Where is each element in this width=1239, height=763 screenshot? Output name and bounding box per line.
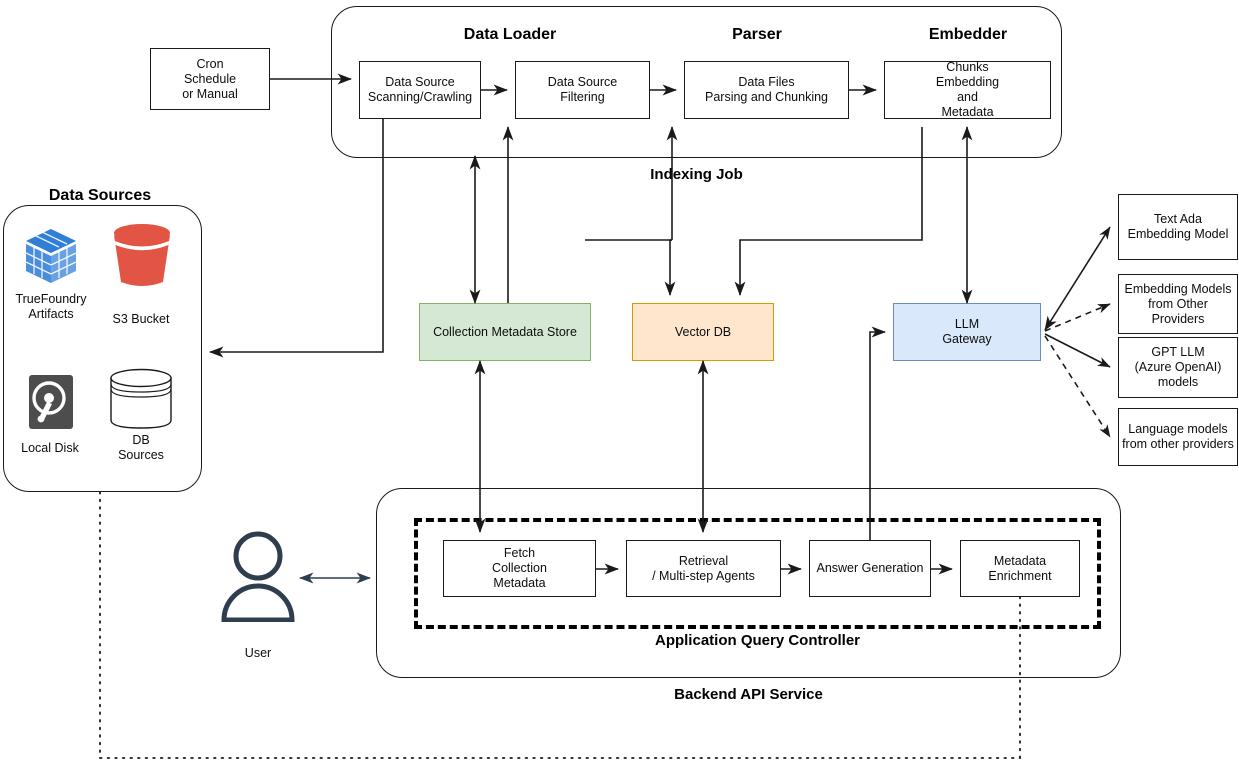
query-step-label: Metadata Enrichment — [988, 553, 1052, 583]
source-label-db-sources: DB Sources — [118, 433, 164, 462]
database-icon — [108, 368, 174, 430]
indexing-step-label: Chunks Embedding and Metadata — [935, 60, 1000, 119]
user-icon — [218, 530, 298, 623]
wire-llm-to-language-other — [1044, 335, 1111, 438]
bucket-icon — [110, 222, 174, 286]
data-sources-heading: Data Sources — [48, 187, 152, 204]
store-label: Collection Metadata Store — [433, 324, 577, 339]
query-step-metadata-enrichment[interactable]: Metadata Enrichment — [960, 540, 1080, 597]
indexing-step-label: Data Files Parsing and Chunking — [705, 75, 828, 104]
model-label: Embedding Models from Other Providers — [1124, 281, 1232, 326]
indexing-step-label: Data Source Filtering — [547, 75, 618, 104]
application-query-controller-container — [414, 518, 1101, 629]
indexing-step-filtering[interactable]: Data Source Filtering — [515, 61, 650, 119]
indexing-step-embedding[interactable]: Chunks Embedding and Metadata — [884, 60, 1051, 119]
source-label-s3-bucket: S3 Bucket — [112, 312, 170, 326]
model-label: Text Ada Embedding Model — [1127, 212, 1229, 241]
backend-api-service-label: Backend API Service — [674, 686, 823, 703]
query-step-fetch-collection-metadata[interactable]: Fetch Collection Metadata — [443, 540, 596, 597]
model-text-ada[interactable]: Text Ada Embedding Model — [1118, 194, 1238, 260]
collection-metadata-store[interactable]: Collection Metadata Store — [419, 303, 591, 361]
model-gpt-llm[interactable]: GPT LLM (Azure OpenAI) models — [1118, 337, 1238, 398]
model-label: Language models from other providers — [1122, 422, 1234, 451]
query-step-answer-generation[interactable]: Answer Generation — [809, 540, 931, 597]
query-step-retrieval-agents[interactable]: Retrieval / Multi-step Agents — [626, 540, 781, 597]
vector-db[interactable]: Vector DB — [632, 303, 774, 361]
query-step-label: Answer Generation — [816, 561, 924, 575]
harddisk-icon — [27, 373, 75, 431]
indexing-job-label: Indexing Job — [650, 166, 743, 183]
model-label: GPT LLM (Azure OpenAI) models — [1134, 345, 1222, 389]
cron-schedule-label: Cron Schedule or Manual — [182, 56, 238, 101]
source-label-local-disk: Local Disk — [21, 441, 79, 455]
cube-icon — [22, 227, 80, 285]
data-loader-heading: Data Loader — [463, 26, 557, 43]
application-query-controller-label: Application Query Controller — [654, 632, 861, 649]
query-step-label: Retrieval / Multi-step Agents — [652, 553, 755, 583]
model-embedding-other-providers[interactable]: Embedding Models from Other Providers — [1118, 274, 1238, 334]
embedder-heading: Embedder — [928, 26, 1008, 43]
indexing-step-parsing[interactable]: Data Files Parsing and Chunking — [684, 61, 849, 119]
indexing-step-scanning[interactable]: Data Source Scanning/Crawling — [359, 61, 481, 119]
source-label-truefoundry-artifacts: TrueFoundry Artifacts — [15, 292, 87, 321]
query-step-label: Fetch Collection Metadata — [492, 546, 547, 590]
user-label: User — [244, 646, 272, 660]
wire-llm-to-text-ada — [1044, 226, 1111, 331]
llm-gateway[interactable]: LLM Gateway — [893, 303, 1041, 361]
store-label: LLM Gateway — [942, 317, 992, 346]
wire-llm-to-embedding-other — [1044, 303, 1111, 332]
wire-llm-to-gpt-llm — [1044, 333, 1111, 368]
cron-schedule-box[interactable]: Cron Schedule or Manual — [150, 48, 270, 110]
indexing-step-label: Data Source Scanning/Crawling — [367, 75, 473, 104]
parser-heading: Parser — [732, 26, 782, 43]
store-label: Vector DB — [674, 324, 732, 339]
model-language-models-other[interactable]: Language models from other providers — [1118, 408, 1238, 466]
